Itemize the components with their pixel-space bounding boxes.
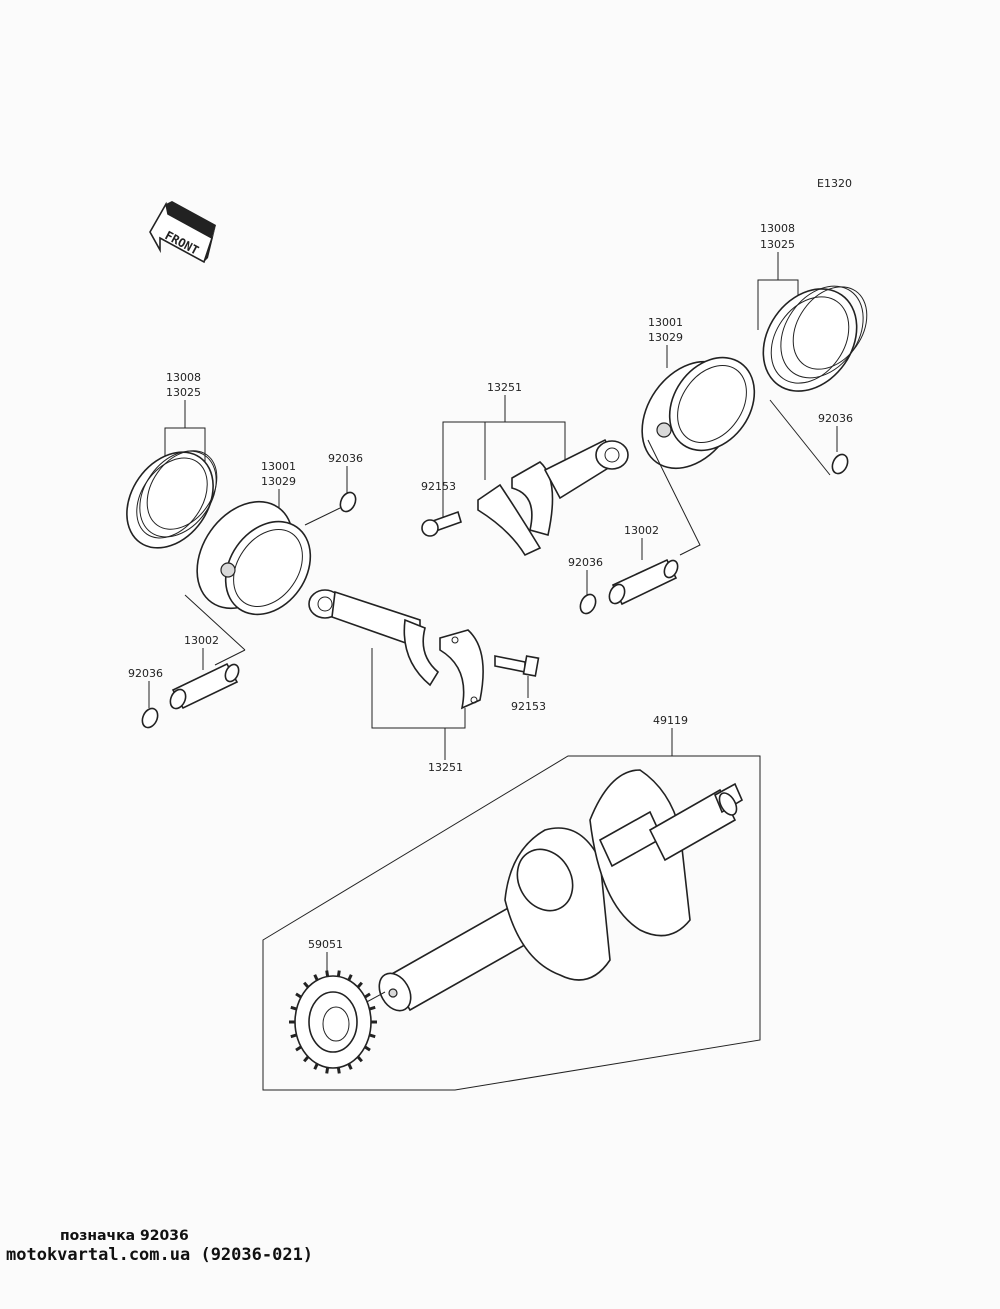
rod-bolt-lower[interactable]: [494, 655, 540, 677]
gear-tooth: [369, 1005, 376, 1011]
label-rod-bolt-lower: 92153: [511, 700, 546, 713]
gear-tooth: [295, 1045, 302, 1052]
front-arrow-icon: FRONT: [149, 201, 216, 264]
label-circlip-right-lower: 92036: [568, 556, 603, 569]
circlip-left-upper[interactable]: [337, 490, 358, 514]
gear-tooth: [325, 1067, 330, 1074]
crankshaft-group-frame: [262, 755, 761, 1091]
piston-right[interactable]: [622, 341, 771, 486]
timing-gear[interactable]: [289, 970, 377, 1074]
piston-ring-set-left[interactable]: [109, 436, 232, 565]
label-ring-set-right: 13008: [760, 222, 795, 235]
label-piston-right: 13001: [648, 316, 683, 329]
label-ring-set-right-alt: 13025: [760, 238, 795, 251]
gear-tooth: [347, 1063, 353, 1070]
diagram-code: E1320: [817, 177, 852, 190]
gear-tooth: [364, 992, 371, 999]
piston-pin-left[interactable]: [167, 662, 241, 711]
piston-ring-set-right[interactable]: [744, 270, 882, 409]
gear-tooth: [336, 1067, 341, 1074]
gear-tooth: [290, 1033, 297, 1039]
label-ring-set-left: 13008: [166, 371, 201, 384]
crankshaft[interactable]: [373, 769, 744, 1016]
gear-tooth: [369, 1033, 376, 1039]
gear-tooth: [325, 970, 330, 977]
label-piston-left: 13001: [261, 460, 296, 473]
piston-pin-right[interactable]: [606, 558, 680, 606]
caption-source: motokvartal.com.ua (92036-021): [6, 1245, 314, 1265]
label-rod-bolt-upper: 92153: [421, 480, 456, 493]
label-piston-left-alt: 13029: [261, 475, 296, 488]
label-circlip-left-lower: 92036: [128, 667, 163, 680]
label-rod-lower: 13251: [428, 761, 463, 774]
gear-tooth: [313, 974, 319, 981]
gear-tooth: [336, 970, 341, 977]
gear-tooth: [303, 981, 310, 989]
label-circlip-left-upper: 92036: [328, 452, 363, 465]
gear-tooth: [356, 981, 363, 989]
gear-tooth: [290, 1005, 297, 1011]
gear-tooth: [303, 1055, 310, 1063]
gear-tooth: [356, 1055, 363, 1063]
circlip-right-upper[interactable]: [829, 452, 850, 476]
label-gear: 59051: [308, 938, 343, 951]
label-piston-right-alt: 13029: [648, 331, 683, 344]
label-circlip-right-upper: 92036: [818, 412, 853, 425]
circlip-left-lower[interactable]: [139, 706, 160, 730]
gear-tooth: [347, 974, 353, 981]
circlip-right-lower[interactable]: [577, 592, 598, 616]
label-crankshaft: 49119: [653, 714, 688, 727]
label-pin-right: 13002: [624, 524, 659, 537]
label-ring-set-left-alt: 13025: [166, 386, 201, 399]
label-pin-left: 13002: [184, 634, 219, 647]
caption-title: позначка 92036: [60, 1228, 189, 1244]
piston-left[interactable]: [177, 483, 327, 630]
connecting-rod-upper[interactable]: [477, 438, 629, 557]
rod-bolt-upper[interactable]: [421, 510, 462, 537]
gear-tooth: [313, 1063, 319, 1070]
gear-tooth: [364, 1045, 371, 1052]
gear-tooth: [295, 992, 302, 999]
connecting-rod-lower[interactable]: [308, 589, 484, 710]
label-rod-upper: 13251: [487, 381, 522, 394]
